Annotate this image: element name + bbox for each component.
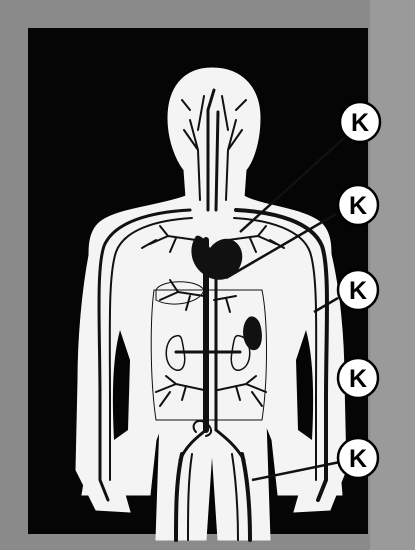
- label-badge-4: K: [338, 358, 378, 398]
- label-badge-3: K: [338, 270, 378, 310]
- badge-text-4: K: [349, 365, 367, 393]
- badge-text-1: K: [351, 109, 369, 137]
- label-badge-1: K: [340, 102, 380, 142]
- label-badge-5: K: [338, 438, 378, 478]
- badge-text-3: K: [349, 277, 367, 305]
- label-badge-2: K: [338, 185, 378, 225]
- badge-text-5: K: [349, 445, 367, 473]
- badge-text-2: K: [349, 192, 367, 220]
